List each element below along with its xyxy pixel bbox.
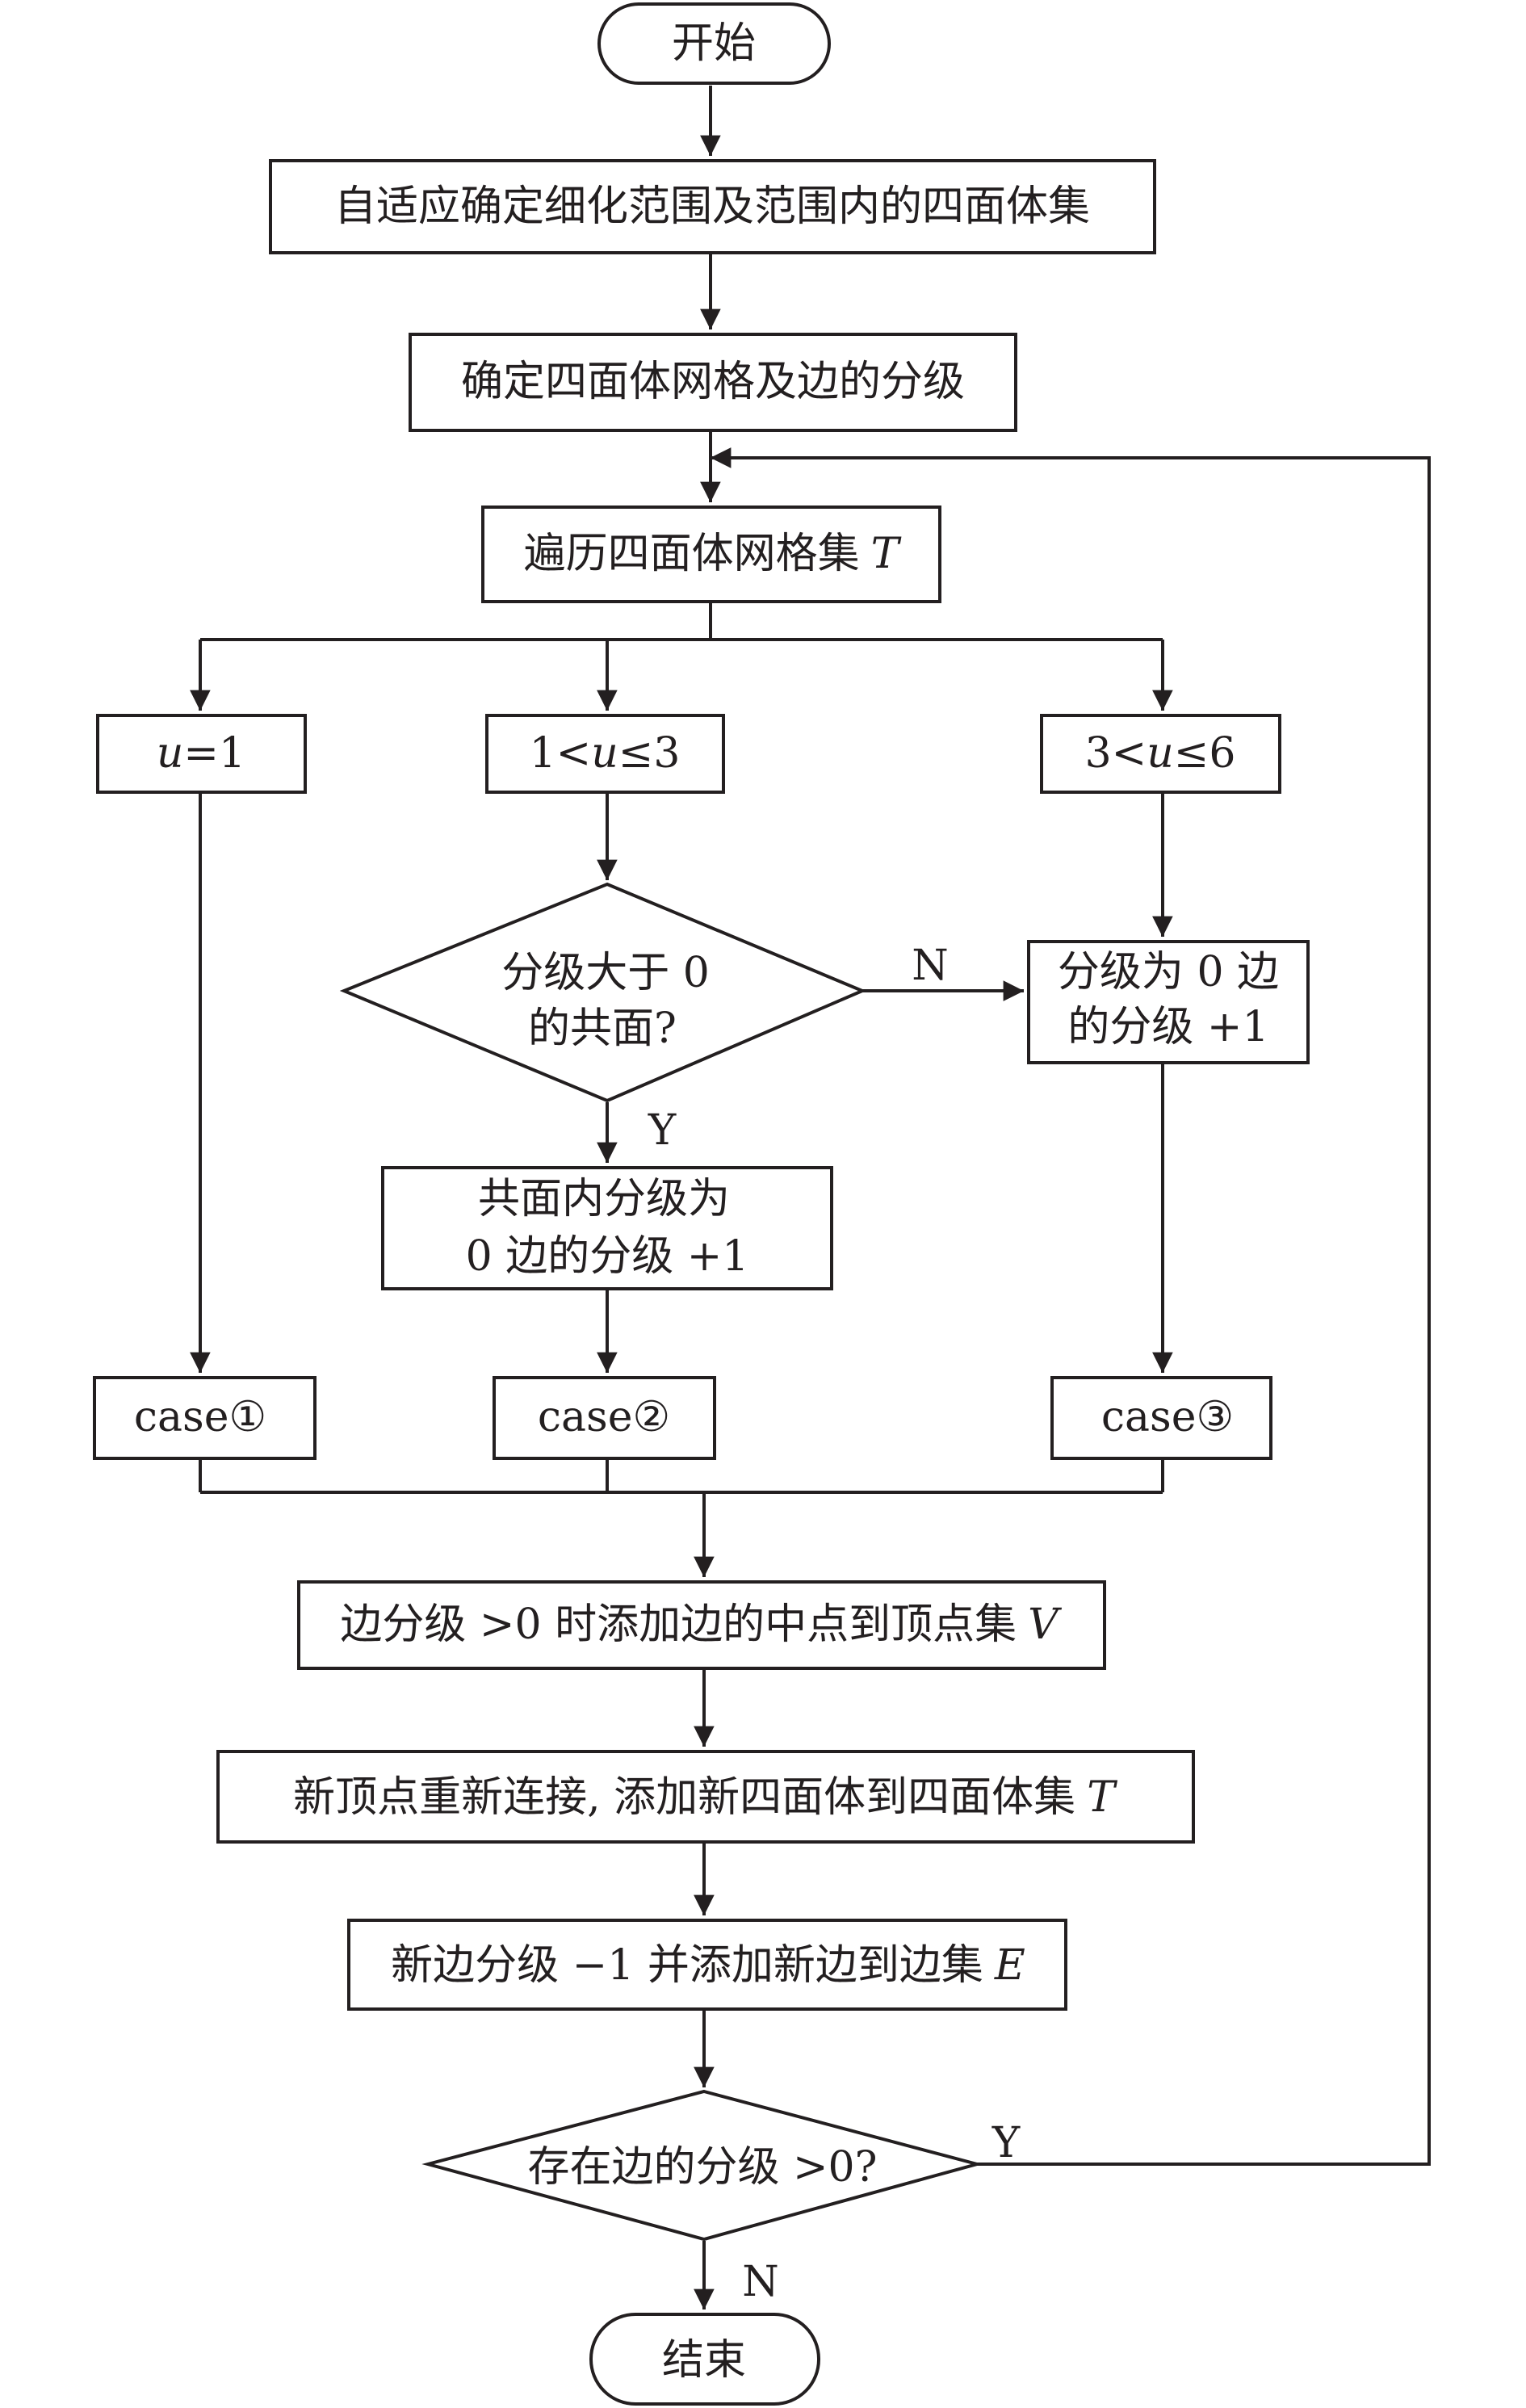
node-case1: case①: [93, 1376, 317, 1460]
node-determine-range: 自适应确定细化范围及范围内的四面体集: [269, 159, 1156, 254]
node-u36-pre: 3<: [1085, 729, 1147, 778]
node-coplanar-inc: 共面内分级为 0 边的分级 +1: [381, 1166, 833, 1290]
node-determine-grade: 确定四面体网格及边的分级: [409, 333, 1017, 432]
node-grade0-inc: 分级为 0 边 的分级 +1: [1027, 940, 1310, 1064]
node-reconnect-var: T: [1087, 1773, 1117, 1822]
node-decision-coplanar-line2: 的共面?: [528, 1005, 677, 1053]
node-coplanar-inc-line2: 0 边的分级 +1: [466, 1232, 749, 1281]
node-determine-range-label: 自适应确定细化范围及范围内的四面体集: [334, 182, 1090, 231]
node-case3: case③: [1050, 1376, 1272, 1460]
node-new-edge-var: E: [994, 1941, 1025, 1990]
node-reconnect-text: 新顶点重新连接, 添加新四面体到四面体集: [293, 1773, 1075, 1822]
node-traverse-text: 遍历四面体网格集: [524, 530, 860, 578]
node-traverse-var: T: [871, 530, 902, 578]
edges: [190, 86, 1431, 2310]
node-u36: 3<u≤6: [1040, 714, 1281, 794]
label-coplanar-yes: Y: [648, 1106, 677, 1155]
node-decision-exists: 存在边的分级 >0?: [421, 2089, 983, 2242]
node-end: 结束: [589, 2313, 820, 2406]
node-decision-coplanar: 分级大于 0 的共面?: [339, 882, 867, 1103]
node-u13-pre: 1<: [530, 729, 592, 778]
node-case2: case②: [493, 1376, 716, 1460]
node-add-midpoint-var: V: [1028, 1600, 1062, 1649]
node-determine-grade-label: 确定四面体网格及边的分级: [461, 358, 965, 406]
edge-exists-yes-loop: [710, 447, 1431, 2166]
node-case1-label: case①: [134, 1393, 266, 1441]
node-u1: u=1: [96, 714, 307, 794]
node-decision-exists-label: 存在边的分级 >0?: [527, 2143, 877, 2192]
node-new-edge-text: 新边分级 −1 并添加新边到边集: [391, 1941, 983, 1990]
node-start-label: 开始: [672, 19, 756, 68]
node-grade0-inc-line1: 分级为 0 边: [1058, 948, 1279, 996]
label-coplanar-no: N: [912, 942, 949, 990]
node-u13-var: u: [591, 729, 618, 778]
label-exists-yes: Y: [991, 2119, 1021, 2167]
label-exists-no: N: [742, 2258, 779, 2306]
node-u36-post: ≤6: [1174, 729, 1236, 778]
node-u13-label: 1<u≤3: [530, 729, 681, 778]
node-u1-label: u=1: [157, 729, 245, 778]
node-u13-post: ≤3: [618, 729, 681, 778]
node-u13: 1<u≤3: [485, 714, 725, 794]
node-start: 开始: [597, 2, 831, 85]
node-u1-var: u: [157, 729, 184, 778]
node-case2-label: case②: [538, 1393, 670, 1441]
node-u36-label: 3<u≤6: [1085, 729, 1236, 778]
node-add-midpoint-text: 边分级 >0 时添加边的中点到顶点集: [340, 1600, 1017, 1649]
node-end-label: 结束: [662, 2336, 746, 2385]
node-u1-text: =1: [183, 729, 245, 778]
node-u36-var: u: [1147, 729, 1174, 778]
node-decision-coplanar-line1: 分级大于 0: [501, 949, 710, 997]
node-grade0-inc-line2: 的分级 +1: [1067, 1003, 1268, 1051]
node-coplanar-inc-line1: 共面内分级为: [478, 1175, 730, 1223]
node-case3-label: case③: [1101, 1393, 1234, 1441]
